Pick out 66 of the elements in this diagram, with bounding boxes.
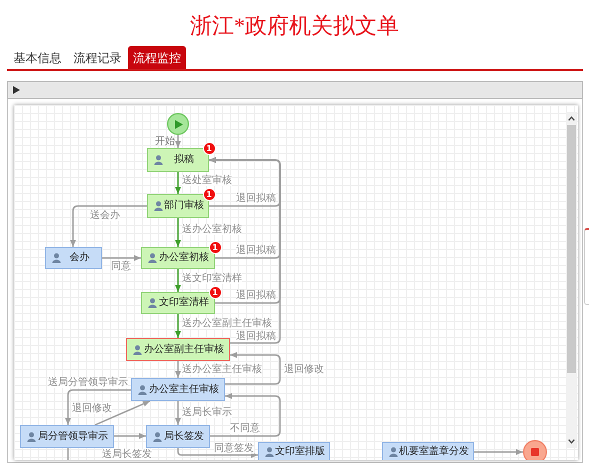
arrow [102,255,141,261]
notification-badge: 1 [208,286,222,298]
edge-label: 同意签发 [214,443,254,454]
arrow [474,449,523,455]
arrow [225,352,281,385]
arrow [175,361,181,378]
arrow [175,218,181,247]
edge-label: 送局长审示 [182,407,232,418]
process-box [141,292,215,314]
edge-label: 不同意 [230,423,260,434]
process-box [20,425,114,448]
arrow [175,172,181,194]
node-label: 拟稿 [173,154,195,166]
node-label: 机要室盖章分发 [398,446,470,458]
process-box [126,338,230,361]
arrow [175,269,181,292]
arrow [177,448,258,458]
arrow [65,389,131,425]
edge-label: 退回拟稿 [236,193,276,204]
arrow [175,314,181,338]
notification-badge: 1 [208,240,222,254]
page-title: 浙江*政府机关拟文单 [190,13,399,38]
node-label: 局分管领导审示 [37,430,109,442]
notification-badge: 1 [202,142,216,154]
process-box [146,425,210,448]
edge-label: 同意 [111,261,131,272]
process-box [382,442,474,460]
edge-label: 送处室审核 [182,175,232,186]
node-label: 办公室主任审核 [148,384,220,396]
edge-label: 送局长签发 [102,449,152,460]
arrow [210,393,281,437]
node-label: 文印室清样 [158,297,210,309]
connector-line [67,448,69,460]
edge-label: 送文印室清样 [182,273,242,284]
node-label: 局长签发 [163,430,205,442]
notification-badge: 1 [202,188,216,200]
edge-label: 退回拟稿 [236,245,276,256]
node-label: 办公室副主任审核 [143,344,225,356]
edge-label: 送办公室初核 [182,224,242,235]
edge-label: 送会办 [90,210,120,221]
edge-label: 送办公室主任审核 [182,364,262,375]
node-label: 文印室排版 [274,446,326,458]
arrow [175,401,181,425]
edge-label: 退回拟稿 [236,290,276,301]
edge-label: 退回修改 [284,364,324,375]
arrow [70,205,147,247]
active-tab: 流程监控 [128,46,186,70]
node-label: 办公室初核 [158,252,210,264]
process-box [45,247,102,269]
edge-label: 送局分管领导审示 [48,377,128,388]
process-box [258,442,330,460]
arrow [209,157,281,344]
process-box [147,148,209,172]
edge-label: 退回修改 [72,403,112,414]
arrow [114,433,146,439]
process-box [131,378,225,401]
edge-label: 送办公室副主任审核 [182,318,272,329]
start-event-circle [167,113,189,135]
node-label: 部门审核 [163,200,205,212]
node-label: 会办 [68,252,90,264]
node-caption: 开始 [155,136,175,147]
process-box [141,247,215,269]
edge-label: 退回拟稿 [236,331,276,342]
arrow [94,400,150,426]
process-box [147,194,209,218]
arrow [175,135,181,148]
